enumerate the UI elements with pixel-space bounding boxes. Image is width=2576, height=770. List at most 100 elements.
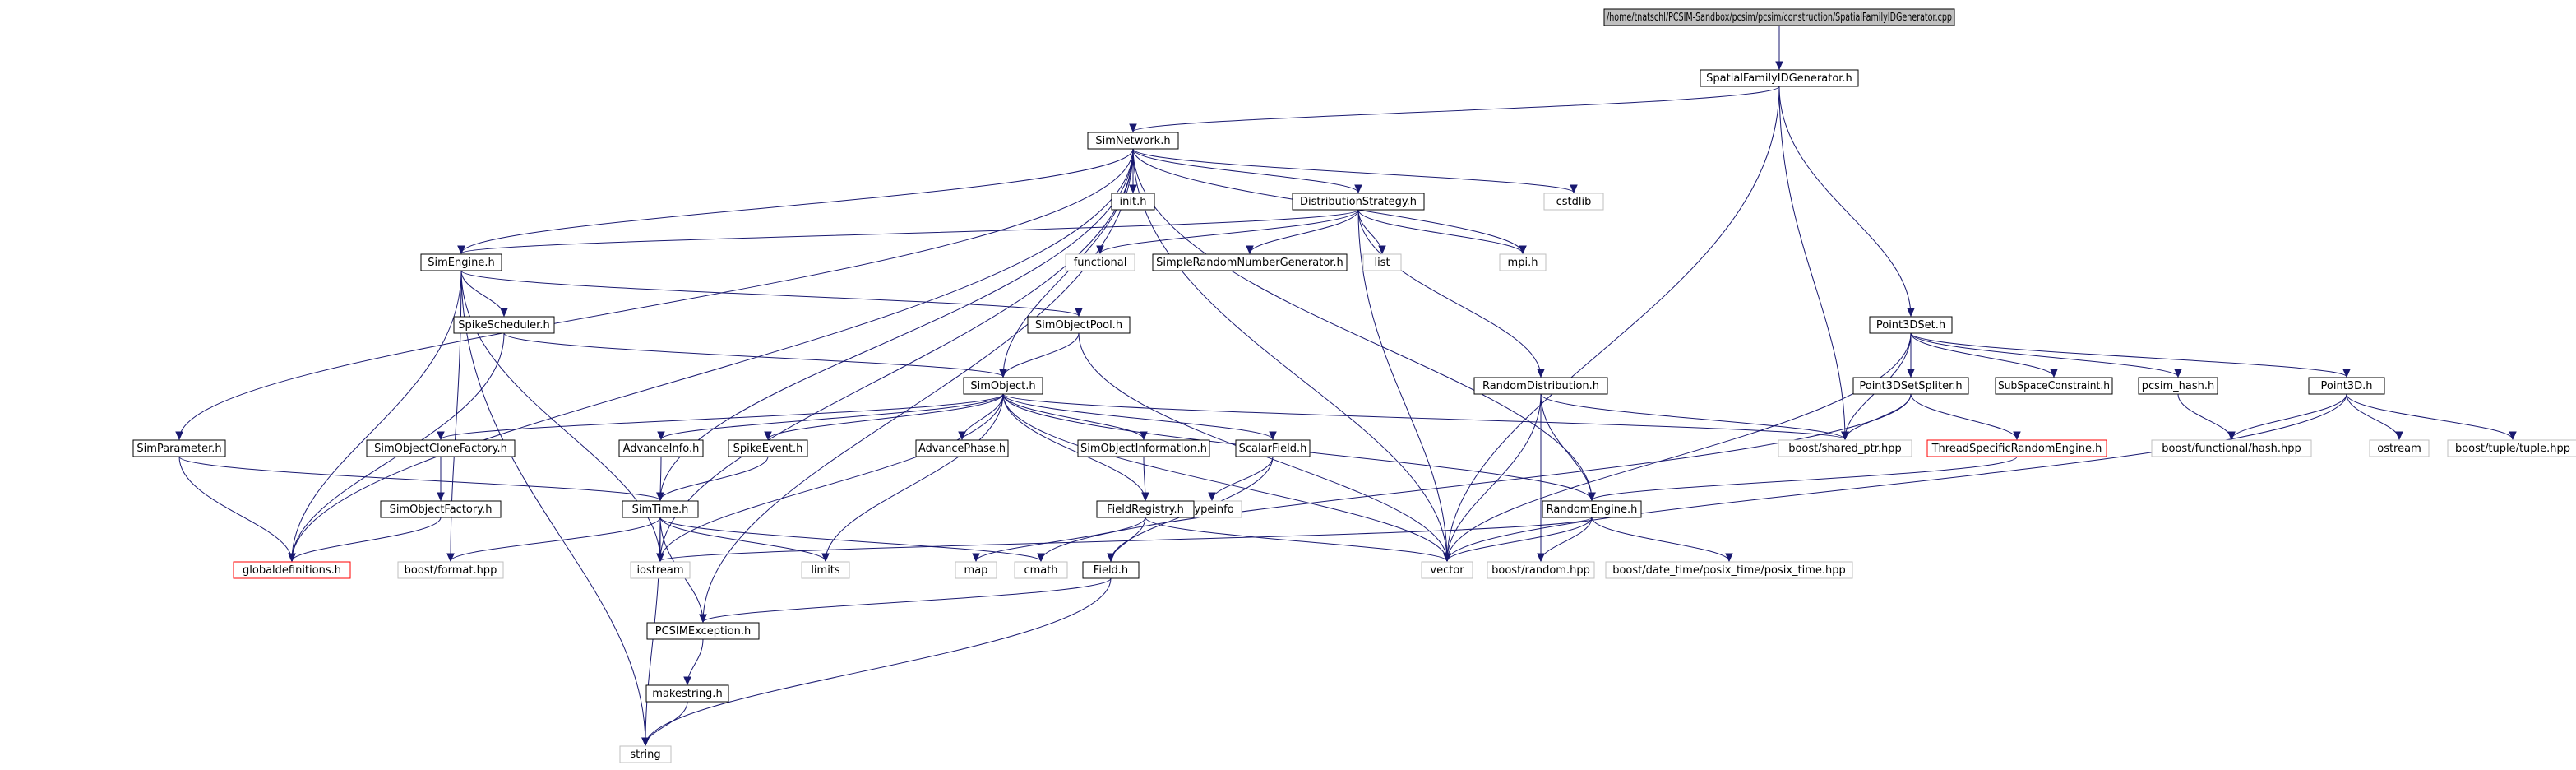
edge-arrowhead bbox=[1588, 492, 1596, 502]
edge-line bbox=[1249, 209, 1359, 254]
edge-line bbox=[1357, 209, 1448, 562]
edge-sfidg-to-point3dset bbox=[1778, 86, 1915, 318]
edge-line bbox=[460, 270, 1080, 317]
edge-simobject-to-advinfo bbox=[657, 393, 1004, 441]
edge-line bbox=[1132, 148, 1359, 193]
node-layer: /home/tnatschl/PCSIM-Sandbox/pcsim/pcsim… bbox=[132, 8, 2576, 763]
edge-line bbox=[1002, 393, 1146, 501]
node-fieldreg[interactable]: FieldRegistry.h bbox=[1096, 500, 1195, 518]
edge-arrowhead bbox=[2395, 431, 2403, 441]
node-advinfo[interactable]: AdvanceInfo.h bbox=[618, 439, 704, 457]
node-label: /home/tnatschl/PCSIM-Sandbox/pcsim/pcsim… bbox=[1607, 12, 1952, 24]
edge-simparam-to-simtime bbox=[178, 456, 664, 502]
node-init[interactable]: init.h bbox=[1111, 192, 1155, 211]
node-box bbox=[1235, 439, 1311, 457]
edge-line bbox=[503, 332, 1004, 378]
node-scalarfield[interactable]: ScalarField.h bbox=[1235, 439, 1311, 457]
edge-field-to-pcsimexc bbox=[699, 578, 1112, 624]
node-label: map bbox=[964, 564, 988, 577]
node-simnet[interactable]: SimNetwork.h bbox=[1087, 132, 1179, 150]
node-sfidg[interactable]: SpatialFamilyIDGenerator.h bbox=[1700, 69, 1859, 87]
edge-spikesched-to-simobject bbox=[503, 332, 1007, 378]
node-spikesched[interactable]: SpikeScheduler.h bbox=[453, 316, 555, 334]
edge-arrowhead bbox=[699, 614, 707, 624]
edge-point3dset-to-pcsimhash bbox=[1910, 332, 2182, 378]
node-functional: functional bbox=[1065, 253, 1135, 271]
edge-arrowhead bbox=[1775, 61, 1783, 71]
edge-line bbox=[1145, 517, 1448, 562]
node-label: SimObjectCloneFactory.h bbox=[374, 443, 507, 455]
edge-randdist-to-randengine bbox=[1540, 393, 1596, 502]
node-sharedptr: boost/shared_ptr.hpp bbox=[1778, 439, 1912, 457]
edge-arrowhead bbox=[1537, 553, 1545, 563]
node-point3dset[interactable]: Point3DSet.h bbox=[1869, 316, 1953, 334]
edge-line bbox=[1132, 148, 1448, 562]
edge-line bbox=[1040, 393, 1912, 562]
node-label: boost/format.hpp bbox=[405, 564, 497, 577]
edge-point3dset-to-p3dsplit bbox=[1907, 333, 1915, 378]
edge-line bbox=[659, 456, 769, 501]
node-pcsimhash[interactable]: pcsim_hash.h bbox=[2138, 377, 2218, 395]
node-box bbox=[915, 439, 1009, 457]
edge-sof-to-globaldefs bbox=[288, 517, 442, 563]
node-srng[interactable]: SimpleRandomNumberGenerator.h bbox=[1152, 253, 1348, 271]
edge-sfidg-to-simnet bbox=[1129, 86, 1780, 133]
node-box bbox=[1995, 377, 2113, 395]
edge-arrowhead bbox=[1129, 184, 1137, 194]
node-simobjpool[interactable]: SimObjectPool.h bbox=[1027, 316, 1131, 334]
node-simobject[interactable]: SimObject.h bbox=[963, 377, 1043, 395]
edge-arrowhead bbox=[288, 553, 296, 563]
edge-fieldreg-to-map bbox=[972, 517, 1146, 563]
edge-simobject-to-spikeevent bbox=[764, 393, 1004, 441]
edge-arrowhead bbox=[446, 553, 455, 563]
edge-arrowhead bbox=[1354, 184, 1362, 194]
node-label: SimTime.h bbox=[632, 503, 689, 516]
node-p3dsplit[interactable]: Point3DSetSpliter.h bbox=[1852, 377, 1969, 395]
node-spikeevent[interactable]: SpikeEvent.h bbox=[728, 439, 808, 457]
node-makestring[interactable]: makestring.h bbox=[645, 684, 729, 703]
edge-arrowhead bbox=[972, 553, 980, 563]
edge-line bbox=[1778, 86, 1912, 317]
edge-arrowhead bbox=[2050, 369, 2058, 378]
node-label: cstdlib bbox=[1556, 196, 1592, 208]
node-pcsimexc[interactable]: PCSIMException.h bbox=[646, 622, 760, 640]
node-field[interactable]: Field.h bbox=[1082, 561, 1140, 579]
node-simparam[interactable]: SimParameter.h bbox=[132, 439, 226, 457]
edge-line bbox=[450, 517, 661, 562]
node-soinfo[interactable]: SimObjectInformation.h bbox=[1077, 439, 1210, 457]
node-box bbox=[622, 500, 699, 518]
edge-line bbox=[1910, 332, 2347, 378]
node-randdist[interactable]: RandomDistribution.h bbox=[1473, 377, 1608, 395]
node-socf[interactable]: SimObjectCloneFactory.h bbox=[366, 439, 516, 457]
node-advphase[interactable]: AdvancePhase.h bbox=[915, 439, 1009, 457]
node-simengine[interactable]: SimEngine.h bbox=[420, 253, 502, 271]
node-diststrat[interactable]: DistributionStrategy.h bbox=[1292, 192, 1425, 211]
node-label: vector bbox=[1430, 564, 1464, 577]
edge-arrowhead bbox=[1129, 123, 1137, 133]
node-label: functional bbox=[1074, 257, 1127, 269]
node-tsre[interactable]: ThreadSpecificRandomEngine.h bbox=[1926, 439, 2107, 457]
edge-arrowhead bbox=[1208, 492, 1216, 502]
node-simtime[interactable]: SimTime.h bbox=[622, 500, 699, 518]
edge-line bbox=[2177, 393, 2232, 440]
node-globaldefs[interactable]: globaldefinitions.h bbox=[233, 561, 351, 579]
edge-arrowhead bbox=[2227, 431, 2236, 441]
node-subspace[interactable]: SubSpaceConstraint.h bbox=[1995, 377, 2113, 395]
node-label: PCSIMException.h bbox=[655, 625, 752, 638]
node-label: FieldRegistry.h bbox=[1107, 503, 1184, 516]
node-root[interactable]: /home/tnatschl/PCSIM-Sandbox/pcsim/pcsim… bbox=[1603, 8, 1955, 26]
edge-line bbox=[1099, 209, 1359, 254]
node-box bbox=[1014, 561, 1068, 579]
node-label: SpikeEvent.h bbox=[733, 443, 803, 455]
edge-line bbox=[1002, 332, 1080, 378]
node-label: limits bbox=[811, 564, 840, 577]
node-box bbox=[630, 561, 691, 579]
edge-sfidg-to-sharedptr bbox=[1778, 86, 1849, 441]
edge-randengine-to-iostream bbox=[656, 517, 1593, 563]
node-sof[interactable]: SimObjectFactory.h bbox=[380, 500, 502, 518]
node-randengine[interactable]: RandomEngine.h bbox=[1542, 500, 1642, 518]
node-label: AdvanceInfo.h bbox=[623, 443, 700, 455]
edge-line bbox=[1446, 517, 1593, 562]
node-label: string bbox=[630, 749, 660, 761]
node-point3d[interactable]: Point3D.h bbox=[2308, 377, 2385, 395]
